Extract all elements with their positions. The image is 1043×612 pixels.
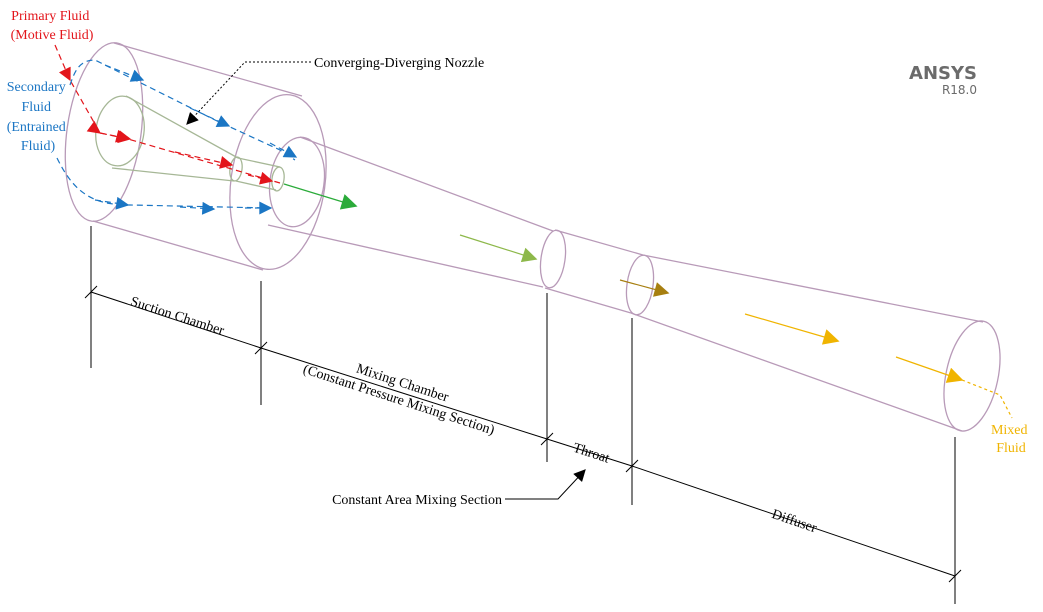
secondary-flow-arrow-4: [94, 196, 130, 210]
dimension-lines: [84, 61, 962, 604]
suction-chamber-outlet-face: [229, 93, 327, 271]
secondary-flow-arrow-3: [269, 142, 298, 158]
secondary-fluid-label-line1: Secondary: [7, 80, 66, 95]
nozzle-top-edge: [125, 95, 239, 159]
diffuser-bottom-edge: [630, 312, 963, 432]
tick-throat-end: [625, 459, 639, 473]
secondary-flow-arrow-5: [179, 201, 216, 215]
throat-dimension-line: [546, 438, 633, 467]
nozzle-bottom-edge: [111, 167, 235, 182]
throat-bottom-edge: [544, 287, 632, 314]
secondary-flow: [56, 59, 298, 215]
diffuser-flow-arrow: [744, 313, 840, 345]
mixed-fluid-label: Mixed Fluid: [991, 423, 1031, 456]
throat-label: Throat: [571, 441, 611, 467]
nozzle-exit-face: [271, 166, 285, 192]
ansys-version-text: R18.0: [942, 83, 977, 97]
secondary-fluid-label-line3: (Entrained: [7, 120, 66, 135]
primary-flow: [54, 44, 281, 185]
suction-chamber-bottom-edge: [92, 220, 264, 271]
throat-top-edge: [554, 229, 644, 256]
suction-chamber-top-edge: [113, 42, 303, 97]
mixing-chamber-top-edge: [299, 136, 554, 232]
diffuser-label: Diffuser: [770, 507, 819, 536]
diffuser-top-edge: [642, 254, 984, 323]
suction-dimension-line: [90, 291, 262, 349]
primary-fluid-label-line2: (Motive Fluid): [11, 28, 94, 43]
secondary-flow-arrow-2: [189, 107, 231, 127]
cd-nozzle: [95, 95, 285, 192]
nozzle-pointer: [186, 61, 311, 125]
throat-inlet-face: [539, 229, 567, 289]
suction-chamber-label: Suction Chamber: [128, 294, 226, 339]
diffuser-dimension-line: [631, 465, 956, 577]
ejector-body: [64, 42, 1001, 432]
secondary-fluid-label-line4: Fluid): [21, 139, 56, 154]
secondary-fluid-label: Secondary Fluid (Entrained Fluid): [7, 80, 70, 154]
nozzle-exit-bottom-edge: [235, 180, 277, 191]
nozzle-exit-top-edge: [237, 157, 281, 168]
mixing-chamber-entrance: [268, 136, 326, 228]
primary-flow-path: [54, 44, 281, 184]
primary-flow-arrow-1: [99, 130, 132, 144]
primary-fluid-label-line1: Primary Fluid: [11, 9, 89, 24]
throat-flow-arrow: [619, 279, 670, 297]
secondary-flow-lower-path: [56, 157, 271, 209]
diffuser-outlet-face: [943, 320, 1001, 432]
primary-fluid-label: Primary Fluid (Motive Fluid): [11, 9, 94, 43]
mixed-fluid-label-line2: Fluid: [996, 441, 1026, 456]
mixing-chamber-bottom-edge: [267, 224, 544, 288]
mixing-dimension-line: [260, 347, 548, 440]
nozzle-outflow-arrow: [283, 183, 358, 210]
tick-outlet: [948, 569, 962, 583]
mixed-fluid-leader: [961, 379, 1013, 419]
secondary-fluid-label-line2: Fluid: [21, 100, 51, 115]
nozzle-label: Converging-Diverging Nozzle: [314, 56, 484, 71]
outlet-flow-arrow: [895, 356, 964, 383]
constant-area-label: Constant Area Mixing Section: [332, 493, 502, 508]
ansys-logo-text: ANSYS: [909, 63, 977, 84]
tick-throat-start: [540, 432, 554, 446]
mixing-flow-arrow: [459, 234, 538, 263]
primary-flow-arrow-2: [174, 151, 234, 169]
mixed-fluid-label-line1: Mixed: [991, 423, 1028, 438]
suction-chamber-inlet-face: [64, 42, 144, 222]
tick-suction-end: [254, 341, 268, 355]
secondary-flow-arrow-1: [104, 64, 145, 82]
tick-inlet: [84, 285, 98, 299]
primary-flow-arrow-3: [247, 171, 274, 185]
constant-area-pointer: [505, 469, 586, 500]
secondary-flow-upper-path: [69, 59, 296, 161]
